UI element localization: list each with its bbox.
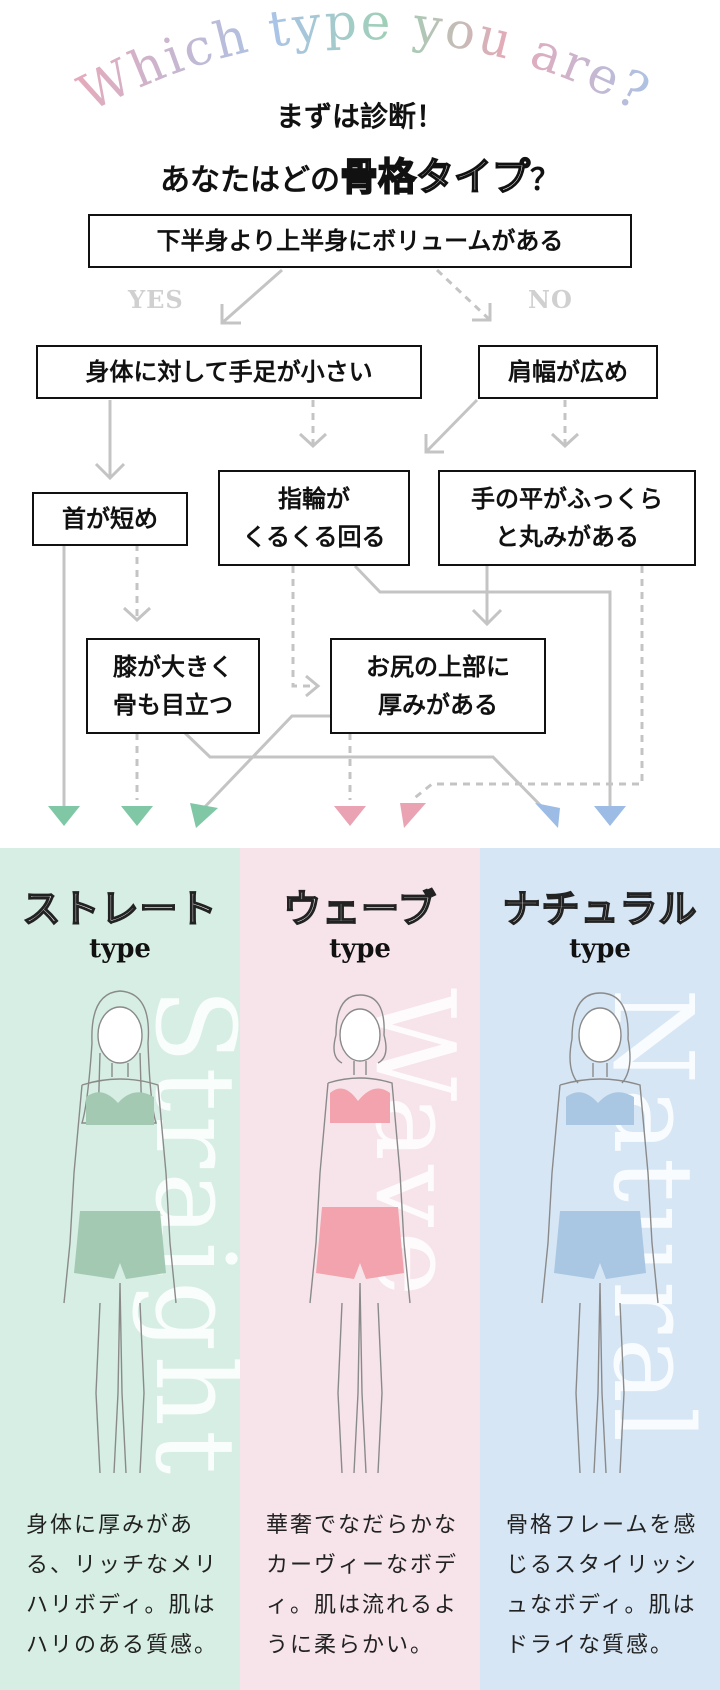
connector-hip-straight xyxy=(198,714,330,814)
no-label: NO xyxy=(528,285,573,314)
arrow-straight-3 xyxy=(190,803,218,828)
headline-emphasis: 骨格タイプ xyxy=(339,153,531,200)
description-wave: 華奢でなだらかなカーヴィーなボディ。肌は流れるように柔らかい。 xyxy=(266,1513,459,1658)
type-name-straight: ストレート xyxy=(22,886,218,932)
arrow-natural-2 xyxy=(594,806,626,826)
arrow-wave-2 xyxy=(400,803,426,828)
bra-natural xyxy=(566,1092,634,1125)
type-label-straight: type xyxy=(89,934,151,964)
arrow-natural-1 xyxy=(535,803,560,828)
arrow-straight-1 xyxy=(48,806,80,826)
connector-limbs-neck-head xyxy=(94,462,126,481)
connector-shoulder-ring-head xyxy=(424,434,444,454)
question-short-neck: 首が短め xyxy=(32,492,188,546)
headline-prefix: あなたはどの xyxy=(159,163,340,198)
arrow-wave-1 xyxy=(334,806,366,826)
description-straight: 身体に厚みがある、リッチなメリハリボディ。肌はハリのある質感。 xyxy=(26,1513,219,1658)
description-natural: 骨格フレームを感じるスタイリッシュなボディ。肌はドライな質感。 xyxy=(506,1513,699,1658)
column-straight: Straight ストレート type 身体に厚みがある、リッチなメリハリボディ… xyxy=(0,848,240,1690)
question-upper-body-volume: 下半身より上半身にボリュームがある xyxy=(88,214,632,268)
connector-ring-hip xyxy=(291,566,318,688)
bra-straight xyxy=(86,1092,154,1125)
headline-line1: まずは診断！ xyxy=(275,100,444,133)
connector-yes-head xyxy=(220,304,241,325)
connector-ring-hip-head xyxy=(305,674,321,698)
arc-title: Which type you are? xyxy=(69,0,657,123)
bra-wave xyxy=(330,1088,390,1123)
shorts-wave xyxy=(316,1207,404,1279)
question-ring-spins: 指輪が くるくる回る xyxy=(218,470,410,566)
question-upper-hip: お尻の上部に 厚みがある xyxy=(330,638,546,734)
shorts-straight xyxy=(74,1211,166,1279)
shorts-natural xyxy=(554,1211,646,1279)
type-name-natural: ナチュラル xyxy=(502,886,698,932)
figure-natural xyxy=(541,992,659,1474)
yes-label: YES xyxy=(128,285,184,314)
connector-neck-knee-head xyxy=(122,606,152,623)
type-name-wave: ウェーブ xyxy=(282,886,437,932)
figure-straight xyxy=(63,990,177,1474)
connector-yes xyxy=(221,268,283,325)
headline-line2: あなたはどの骨格タイプ？ xyxy=(0,146,720,201)
connector-shoulder-palm-head xyxy=(550,432,580,449)
type-label-wave: type xyxy=(329,934,391,964)
connector-limbs-ring-head xyxy=(298,432,328,449)
headline-suffix: ？ xyxy=(530,163,560,198)
question-small-limbs: 身体に対して手足が小さい xyxy=(36,345,422,399)
connector-palm-wave xyxy=(411,566,644,802)
connector-palm-hip-head xyxy=(471,608,503,627)
connector-shoulder-ring xyxy=(424,398,479,454)
connector-no-head xyxy=(472,303,492,322)
column-wave: Wave ウェーブ type 華奢でなだらかなカーヴィーなボディ。肌は流れるよう… xyxy=(240,848,480,1690)
connector-ring-natural xyxy=(353,564,612,808)
connector-no xyxy=(435,268,492,322)
column-natural: Natural ナチュラル type 骨格フレームを感じるスタイリッシュなボディ… xyxy=(480,848,720,1690)
type-label-natural: type xyxy=(569,934,631,964)
question-plump-palms: 手の平がふっくら と丸みがある xyxy=(438,470,696,566)
arrow-straight-2 xyxy=(121,806,153,826)
connector-knee-natural xyxy=(183,731,547,812)
question-wide-shoulders: 肩幅が広め xyxy=(478,345,658,399)
question-large-knees: 膝が大きく 骨も目立つ xyxy=(86,638,260,734)
flow-connectors xyxy=(48,268,644,828)
figure-wave xyxy=(309,994,411,1474)
